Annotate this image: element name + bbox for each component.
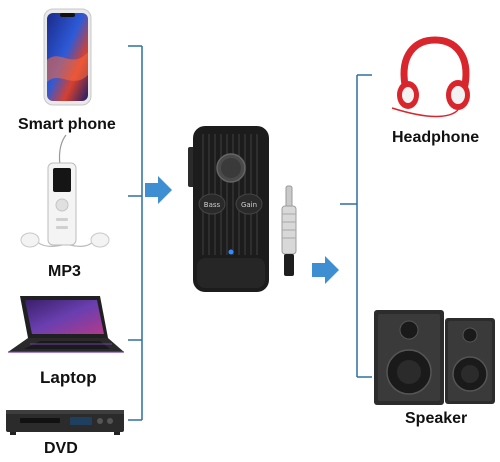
bass-label: Bass <box>204 201 221 209</box>
speaker-left-icon <box>374 310 444 405</box>
label-headphone: Headphone <box>392 129 480 146</box>
label-laptop: Laptop <box>40 368 97 387</box>
status-led <box>228 249 234 255</box>
audio-receiver-device <box>188 126 269 292</box>
output-arrow-icon <box>312 256 339 284</box>
outputs-bracket <box>340 74 372 378</box>
laptop-icon <box>8 296 124 353</box>
audio-jack-icon <box>281 185 297 276</box>
headphone-icon <box>391 36 470 118</box>
label-speaker: Speaker <box>405 410 468 427</box>
label-smart-phone: Smart phone <box>18 116 116 133</box>
mp3-player-icon <box>20 134 110 248</box>
sources-bracket <box>128 45 143 421</box>
input-arrow-icon <box>145 176 172 204</box>
bass-button <box>198 193 226 215</box>
gain-label: Gain <box>241 201 257 209</box>
gain-button <box>235 193 263 215</box>
speaker-right-icon <box>445 318 495 404</box>
dvd-player-icon <box>6 410 124 435</box>
label-dvd: DVD <box>44 440 78 457</box>
smartphone-icon <box>43 8 92 106</box>
label-mp3: MP3 <box>48 263 81 280</box>
